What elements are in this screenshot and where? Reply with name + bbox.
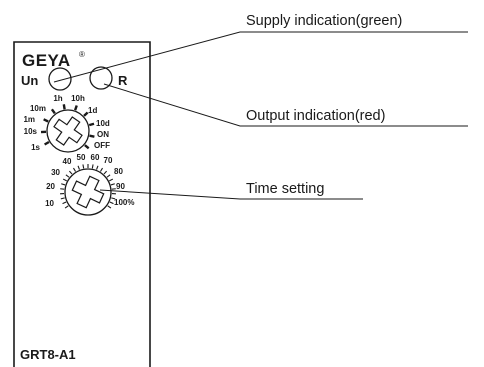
dial-tick — [77, 165, 80, 170]
range-label-1s: 1s — [31, 143, 40, 152]
time-label-100: 100% — [114, 198, 134, 207]
dial-tick — [50, 108, 56, 115]
dial-tick — [62, 104, 66, 110]
time-label-60: 60 — [91, 153, 100, 162]
time-label-50: 50 — [77, 153, 86, 162]
dial-tick — [106, 174, 111, 178]
supply-callout-label: Supply indication(green) — [246, 13, 402, 29]
dial-tick — [68, 170, 73, 175]
time-callout-label: Time setting — [246, 181, 324, 197]
supply-led — [48, 67, 72, 91]
dial-tick — [43, 118, 49, 123]
dial-tick — [89, 134, 95, 138]
dial-tick — [62, 201, 67, 205]
range-label-10h: 10h — [71, 94, 85, 103]
time-label-80: 80 — [114, 167, 123, 176]
range-label-1d: 1d — [88, 106, 97, 115]
time-knob[interactable] — [71, 175, 105, 209]
model-label: GRT8-A1 — [20, 347, 76, 362]
indicator-un-label: Un — [21, 73, 38, 88]
dial-tick — [110, 183, 115, 186]
range-label-1h: 1h — [53, 94, 62, 103]
range-label-on: ON — [97, 130, 109, 139]
dial-tick — [96, 165, 99, 170]
range-label-10d: 10d — [96, 119, 110, 128]
time-label-40: 40 — [63, 157, 72, 166]
range-label-10m: 10m — [30, 104, 46, 113]
time-label-90: 90 — [116, 182, 125, 191]
dial-tick — [99, 167, 103, 172]
output-callout-line — [103, 83, 468, 127]
device-panel-outline — [13, 41, 151, 367]
dial-tick — [82, 164, 85, 169]
registered-mark: ® — [79, 50, 85, 59]
brand-logo: GEYA — [22, 51, 71, 70]
dial-tick — [61, 183, 66, 186]
dial-tick — [107, 205, 112, 209]
output-led — [89, 66, 113, 90]
dial-tick — [91, 164, 94, 169]
time-callout-line — [99, 189, 363, 200]
time-label-30: 30 — [51, 168, 60, 177]
dial-tick — [64, 205, 69, 209]
time-dial[interactable] — [60, 164, 116, 216]
dial-tick — [73, 105, 78, 111]
time-label-20: 20 — [46, 182, 55, 191]
range-label-off: OFF — [94, 141, 110, 150]
range-label-1m: 1m — [23, 115, 35, 124]
range-label-10s: 10s — [24, 127, 38, 136]
output-callout-label: Output indication(red) — [246, 108, 385, 124]
dial-tick — [65, 174, 70, 178]
dial-tick — [44, 140, 50, 146]
dial-tick — [83, 111, 89, 117]
dial-tick — [88, 122, 95, 127]
dial-tick — [73, 167, 77, 172]
indicator-r-label: R — [118, 73, 128, 88]
dial-tick — [109, 201, 114, 205]
supply-callout-line — [53, 31, 468, 83]
dial-tick — [84, 144, 90, 150]
time-label-10: 10 — [45, 199, 54, 208]
time-label-70: 70 — [104, 156, 113, 165]
dial-tick — [111, 197, 116, 200]
range-knob[interactable] — [53, 116, 83, 146]
dial-tick — [60, 197, 65, 200]
dial-tick — [62, 178, 67, 182]
dial-tick — [109, 178, 114, 182]
range-dial[interactable] — [40, 104, 95, 153]
dial-tick — [103, 170, 108, 175]
